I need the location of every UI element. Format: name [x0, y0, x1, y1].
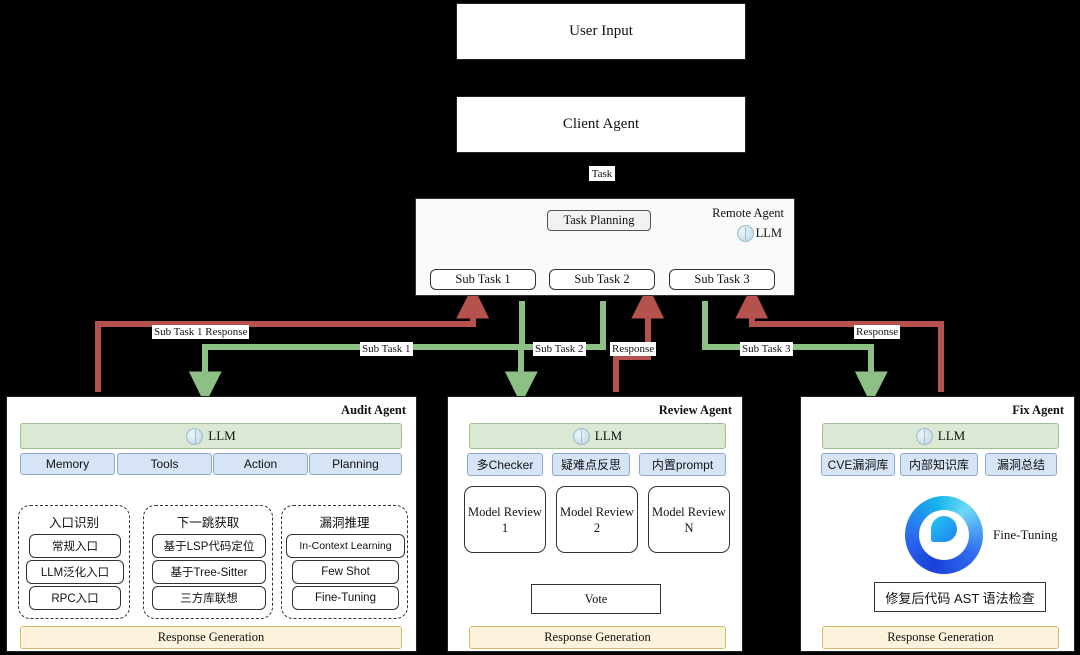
audit-llm-bar: LLM	[20, 423, 402, 449]
brain-icon	[572, 427, 590, 445]
audit-group-3-item-2[interactable]: Few Shot	[292, 560, 399, 584]
review-capability-prompt[interactable]: 内置prompt	[639, 453, 726, 476]
fix-capability-internal-kb[interactable]: 内部知识库	[900, 453, 978, 476]
audit-group-next-hop: 下一跳获取 基于LSP代码定位 基于Tree-Sitter 三方库联想	[143, 505, 273, 619]
edge-label-response-review: Response	[610, 342, 657, 356]
model-review-1-label: Model Review 1	[468, 504, 542, 535]
audit-group-2-item-2[interactable]: 基于Tree-Sitter	[152, 560, 266, 584]
audit-group-1-title: 入口识别	[48, 516, 99, 530]
fix-capability-vuln-summary[interactable]: 漏洞总结	[985, 453, 1057, 476]
fix-response-generation[interactable]: Response Generation	[822, 626, 1059, 649]
review-capability-reflection[interactable]: 疑难点反思	[552, 453, 630, 476]
audit-agent-panel: Audit Agent LLM Memory Tools Action Plan…	[6, 396, 417, 652]
sub-task-1-box[interactable]: Sub Task 1	[430, 269, 536, 290]
audit-agent-title: Audit Agent	[341, 403, 406, 417]
edge-label-sub-task-2: Sub Task 2	[533, 342, 586, 356]
task-edge-label: Task	[589, 166, 615, 181]
sub-task-3-box[interactable]: Sub Task 3	[669, 269, 775, 290]
audit-group-1-item-2[interactable]: LLM泛化入口	[26, 560, 124, 584]
edge-label-sub-task-1-response: Sub Task 1 Response	[152, 325, 250, 339]
sub-task-2-box[interactable]: Sub Task 2	[549, 269, 655, 290]
client-agent-label: Client Agent	[562, 116, 640, 132]
audit-group-2-title: 下一跳获取	[176, 516, 240, 530]
audit-group-3-title: 漏洞推理	[319, 516, 370, 530]
swirl-logo-icon	[905, 496, 983, 574]
edge-label-response-fix: Response	[854, 325, 901, 339]
fix-agent-panel: Fix Agent LLM CVE漏洞库 内部知识库 漏洞总结 Fine-Tun…	[800, 396, 1075, 652]
review-agent-title: Review Agent	[658, 403, 732, 417]
remote-agent-panel: Remote Agent LLM Task Planning Sub Task …	[415, 198, 795, 296]
model-review-n-box[interactable]: Model Review N	[648, 486, 730, 553]
brain-icon	[186, 427, 204, 445]
audit-response-generation[interactable]: Response Generation	[20, 626, 402, 649]
audit-capability-action[interactable]: Action	[213, 453, 308, 475]
review-capability-checker[interactable]: 多Checker	[467, 453, 543, 476]
audit-group-2-item-3[interactable]: 三方库联想	[152, 586, 266, 610]
fix-llm-bar: LLM	[822, 423, 1059, 449]
audit-capability-planning[interactable]: Planning	[309, 453, 402, 475]
model-review-2-box[interactable]: Model Review 2	[556, 486, 638, 553]
user-input-box[interactable]: User Input	[456, 3, 746, 60]
client-agent-box[interactable]: Client Agent	[456, 96, 746, 153]
brain-icon	[915, 427, 933, 445]
model-review-n-label: Model Review N	[652, 504, 726, 535]
audit-llm-label: LLM	[208, 428, 236, 443]
audit-group-vuln-reasoning: 漏洞推理 In-Context Learning Few Shot Fine-T…	[281, 505, 408, 619]
audit-group-1-item-3[interactable]: RPC入口	[29, 586, 121, 610]
remote-agent-llm: LLM	[736, 225, 782, 242]
edge-label-sub-task-1: Sub Task 1	[360, 342, 413, 356]
review-response-generation[interactable]: Response Generation	[469, 626, 726, 649]
remote-llm-label: LLM	[755, 226, 782, 240]
review-agent-panel: Review Agent LLM 多Checker 疑难点反思 内置prompt…	[447, 396, 743, 652]
model-review-1-box[interactable]: Model Review 1	[464, 486, 546, 553]
audit-group-1-item-1[interactable]: 常规入口	[29, 534, 121, 558]
model-review-2-label: Model Review 2	[560, 504, 634, 535]
remote-agent-title: Remote Agent	[712, 206, 784, 220]
task-planning-box[interactable]: Task Planning	[547, 210, 651, 231]
fix-agent-title: Fix Agent	[1012, 403, 1064, 417]
audit-group-3-item-1[interactable]: In-Context Learning	[286, 534, 405, 558]
audit-capability-tools[interactable]: Tools	[117, 453, 212, 475]
fine-tuning-label: Fine-Tuning	[993, 527, 1058, 542]
audit-group-entry-recognition: 入口识别 常规入口 LLM泛化入口 RPC入口	[18, 505, 130, 619]
user-input-label: User Input	[569, 23, 633, 39]
vote-box[interactable]: Vote	[531, 584, 661, 614]
audit-group-2-item-1[interactable]: 基于LSP代码定位	[152, 534, 266, 558]
fix-capability-cve-db[interactable]: CVE漏洞库	[821, 453, 895, 476]
review-llm-label: LLM	[594, 428, 623, 443]
brain-icon	[736, 225, 754, 242]
audit-group-3-item-3[interactable]: Fine-Tuning	[292, 586, 399, 610]
fix-llm-label: LLM	[937, 428, 966, 443]
edge-label-sub-task-3: Sub Task 3	[740, 342, 793, 356]
review-llm-bar: LLM	[469, 423, 726, 449]
audit-capability-memory[interactable]: Memory	[20, 453, 115, 475]
ast-check-box[interactable]: 修复后代码 AST 语法检查	[874, 582, 1046, 612]
